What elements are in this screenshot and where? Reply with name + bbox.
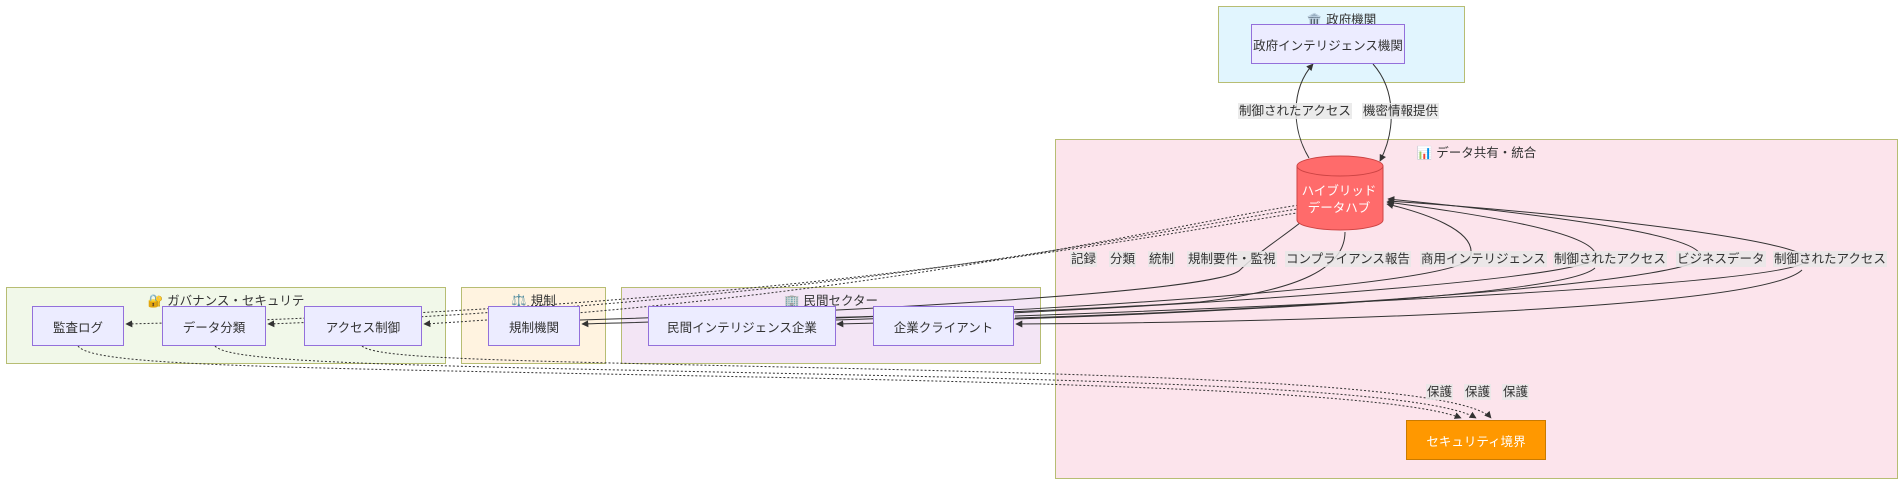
private-intelligence-node: 民間インテリジェンス企業 [648,306,836,346]
scales-icon: ⚖️ [511,293,527,308]
edge-label-controlled-access-private: 制御されたアクセス [1553,251,1667,267]
edge-access-to-security [361,345,1492,419]
hybrid-data-hub-label: ハイブリッド データハブ [1296,182,1382,216]
government-building-icon: 🏛️ [1306,12,1323,27]
cluster-regulation-label: 規制 [530,293,556,308]
edge-label-commercial-intelligence: 商用インテリジェンス [1420,251,1547,267]
edge-label-protect-3: 保護 [1502,384,1530,400]
hybrid-data-hub-line1: ハイブリッド [1301,183,1377,198]
edge-label-protect-2: 保護 [1464,384,1492,400]
edge-label-controlled-access-enterprise: 制御されたアクセス [1773,251,1887,267]
enterprise-client-node: 企業クライアント [873,306,1014,346]
edge-label-classify: 分類 [1109,251,1137,267]
office-building-icon: 🏢 [783,293,800,308]
edge-label-business-data: ビジネスデータ [1676,251,1766,267]
audit-log-node: 監査ログ [32,306,124,346]
edge-label-classified-info: 機密情報提供 [1362,103,1440,119]
regulator-node: 規制機関 [488,306,580,346]
cluster-government-label: 政府機関 [1326,12,1377,27]
cluster-governance-title: 🔐 ガバナンス・セキュリテ [7,290,445,309]
bar-chart-icon: 📊 [1416,145,1433,160]
edge-hub-to-access-control [423,203,1307,328]
cluster-data-sharing-title: 📊 データ共有・統合 [1056,142,1897,161]
edge-label-record: 記録 [1070,251,1098,267]
lock-key-icon: 🔐 [147,293,164,308]
hybrid-data-hub-line2: データハブ [1307,200,1371,215]
edge-label-control: 統制 [1148,251,1176,267]
hybrid-data-hub-cylinder [1296,155,1384,231]
edge-classification-to-security [214,345,1477,419]
cluster-regulation-title: ⚖️ 規制 [462,290,605,309]
cluster-private-sector-label: 民間セクター [803,293,879,308]
edge-audit-to-security [77,345,1462,419]
access-control-node: アクセス制御 [304,306,422,346]
edge-label-controlled-access-gov: 制御されたアクセス [1238,103,1352,119]
edge-enterprise-to-hub-controlled-access [1014,197,1808,317]
data-classification-node: データ分類 [162,306,266,346]
cluster-data-sharing-label: データ共有・統合 [1436,145,1537,160]
cluster-government-title: 🏛️ 政府機関 [1219,9,1464,28]
edge-hub-to-enterprise [1015,269,1803,328]
edge-label-regulatory-monitoring: 規制要件・監視 [1187,251,1277,267]
edge-label-protect-1: 保護 [1426,384,1454,400]
edge-private-intel-to-hub-controlled-access [835,199,1596,321]
security-boundary-node: セキュリティ境界 [1406,420,1546,460]
cluster-private-sector-title: 🏢 民間セクター [622,290,1040,309]
edge-private-intel-to-hub-commercial [835,202,1472,319]
government-intelligence-node: 政府インテリジェンス機関 [1251,24,1405,64]
cluster-governance-label: ガバナンス・セキュリテ [167,293,305,308]
edge-label-compliance-report: コンプライアンス報告 [1285,251,1411,267]
